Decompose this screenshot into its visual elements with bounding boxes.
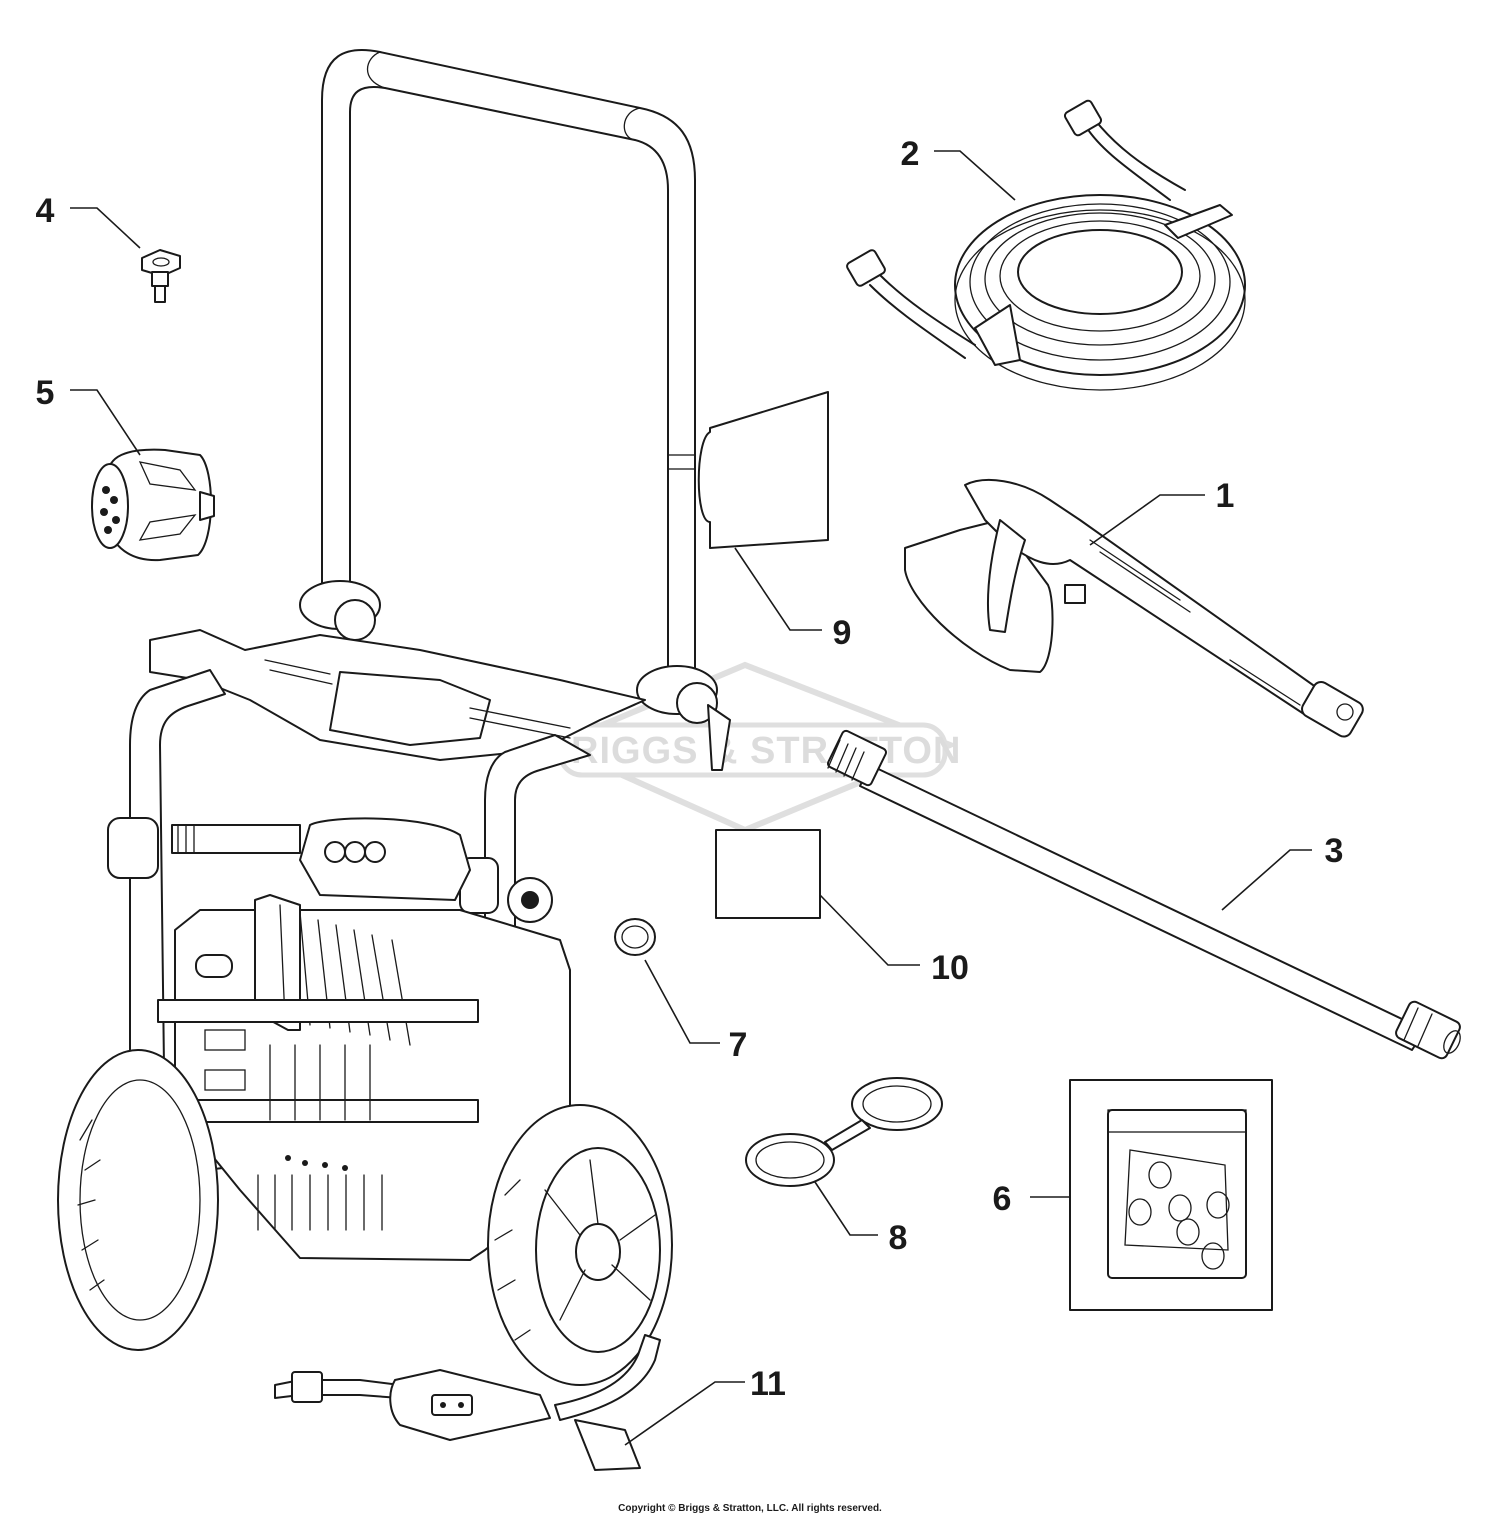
leader-4	[70, 207, 141, 249]
callout-3: 3	[1325, 832, 1344, 870]
leader-9	[734, 547, 822, 631]
part-1-spray-gun	[904, 479, 1364, 738]
callout-5: 5	[36, 374, 55, 412]
part-3-spray-wand	[827, 729, 1461, 1060]
leader-lines	[70, 150, 1312, 1446]
part-9-hang-tag	[697, 391, 829, 549]
part-5-nozzle-turret	[91, 448, 215, 562]
leader-1	[1089, 494, 1205, 546]
callout-7: 7	[729, 1026, 748, 1064]
leader-3	[1221, 849, 1312, 911]
callout-2: 2	[901, 135, 920, 173]
callout-1: 1	[1216, 477, 1235, 515]
watermark-text: BRIGGS & STRATTON	[543, 730, 962, 772]
part-2-high-pressure-hose	[846, 99, 1246, 391]
callout-4: 4	[36, 192, 55, 230]
leader-2	[934, 150, 1016, 201]
pressure-washer-unit	[57, 48, 731, 1471]
callout-6: 6	[993, 1180, 1012, 1218]
callout-numbers: 1 2 3 4 5 6 7 8 9 10 11	[36, 135, 1344, 1403]
leader-10	[819, 894, 920, 966]
leader-7	[644, 959, 720, 1044]
copyright-notice: Copyright © Briggs & Stratton, LLC. All …	[618, 1503, 882, 1514]
callout-11: 11	[750, 1365, 786, 1403]
part-8-cap-with-strap	[745, 1077, 943, 1187]
part-10-label	[715, 829, 821, 919]
part-4-spray-nozzle-tip	[141, 249, 181, 303]
callout-10: 10	[931, 949, 969, 987]
leader-11	[624, 1381, 745, 1446]
leader-5	[70, 389, 141, 456]
leader-8	[814, 1181, 878, 1236]
callout-8: 8	[889, 1219, 908, 1257]
callout-9: 9	[833, 614, 852, 652]
part-7-plug	[614, 918, 656, 956]
part-6-hardware-bag	[1069, 1079, 1273, 1311]
